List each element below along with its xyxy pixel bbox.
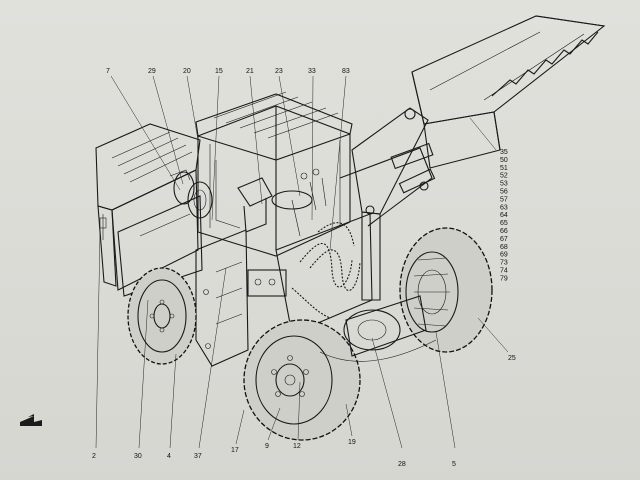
- bucket-list-item: 57: [500, 196, 508, 203]
- front-axle: [319, 295, 437, 362]
- callout-label: 17: [231, 447, 239, 454]
- callout-label: 7: [106, 68, 110, 75]
- bucket-list-item: 64: [500, 212, 508, 219]
- callout-label: 37: [194, 453, 202, 460]
- callout-label: 29: [148, 68, 156, 75]
- bucket-list-item: 56: [500, 189, 508, 196]
- callout-label: 19: [348, 439, 356, 446]
- hydraulic-hoses: [291, 222, 361, 319]
- engine-components: [169, 169, 213, 219]
- front-left-wheel: [243, 319, 361, 441]
- bucket-list-item: 65: [500, 220, 508, 227]
- callout-label: 21: [246, 68, 254, 75]
- callout-label: 30: [134, 453, 142, 460]
- loader-bucket: [411, 15, 606, 169]
- bucket-list-item: 73: [500, 260, 508, 267]
- bucket-list-item: 68: [500, 244, 508, 251]
- callout-label: 9: [265, 443, 269, 450]
- bucket-list-item: 74: [500, 268, 508, 275]
- callout-label: 83: [342, 68, 350, 75]
- bucket-list-item: 66: [500, 228, 508, 235]
- bucket-list-item: 69: [500, 252, 508, 259]
- callout-label: 4: [167, 453, 171, 460]
- bucket-list-item: 52: [500, 173, 508, 180]
- front-right-wheel: [399, 227, 493, 353]
- bucket-list-item: 67: [500, 236, 508, 243]
- rear-left-wheel: [127, 267, 197, 365]
- bucket-list-item: 63: [500, 204, 508, 211]
- bucket-list-item: 53: [500, 181, 508, 188]
- loader-arms: [339, 107, 436, 301]
- bucket-list-item: 51: [500, 165, 508, 172]
- figure-number-glyph-icon: [20, 414, 42, 426]
- bottom-callouts: 2 30 4 37 17 9 12 19 28 5 25: [92, 355, 516, 468]
- callout-label: 20: [183, 68, 191, 75]
- engine-hood: [95, 123, 201, 291]
- top-callouts: 7 29 20 15 21 23 33 83: [106, 68, 350, 75]
- callout-label: 5: [452, 461, 456, 468]
- callout-label: 33: [308, 68, 316, 75]
- callout-label: 15: [215, 68, 223, 75]
- callout-label: 28: [398, 461, 406, 468]
- leader-lines: [95, 75, 509, 449]
- callout-label: 25: [508, 355, 516, 362]
- rear-panel: [117, 195, 203, 297]
- bucket-list-item: 79: [500, 275, 508, 282]
- callout-label: 12: [293, 443, 301, 450]
- bucket-list-item: 35: [500, 149, 508, 156]
- callout-label: 2: [92, 453, 96, 460]
- operator-cab: [195, 91, 353, 257]
- callout-label: 23: [275, 68, 283, 75]
- bucket-list-item: 50: [500, 157, 508, 164]
